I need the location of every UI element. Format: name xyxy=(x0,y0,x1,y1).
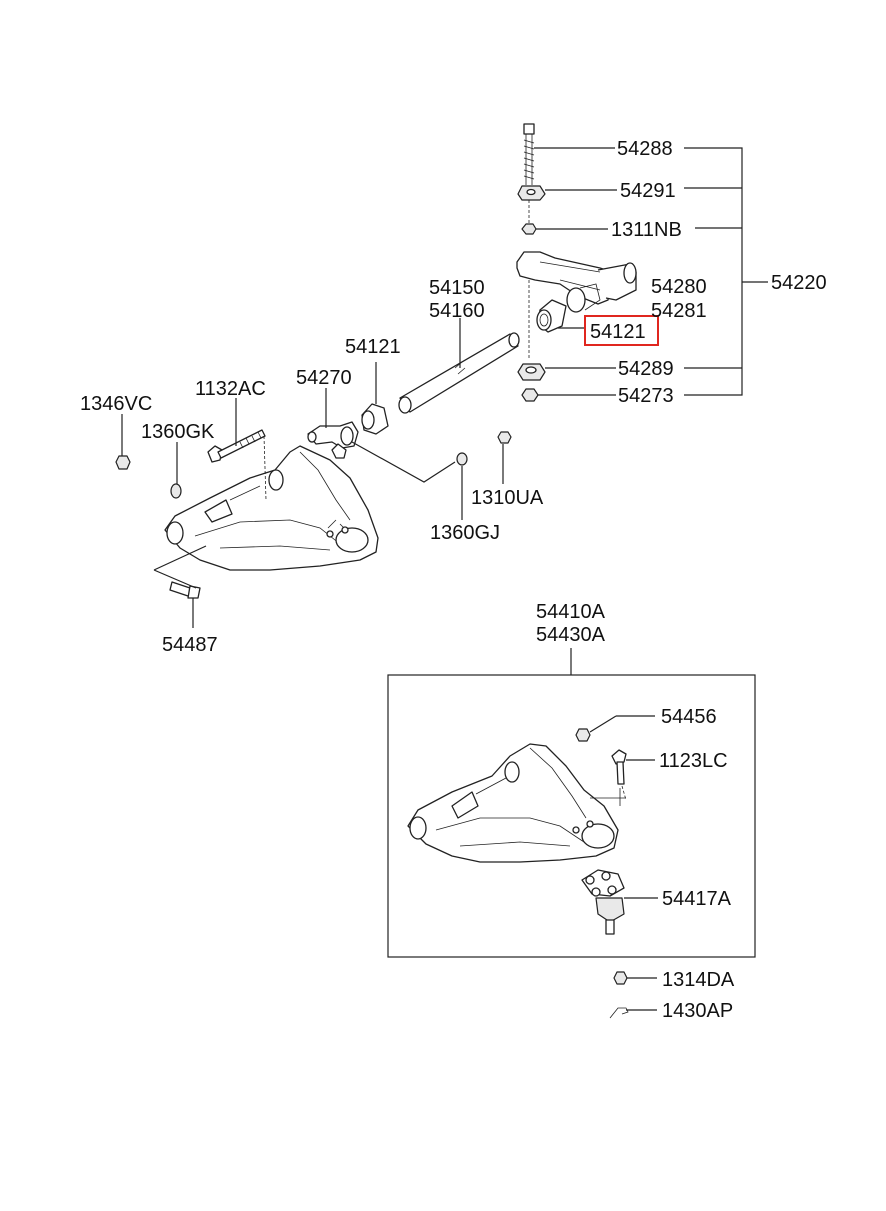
label-54281[interactable]: 54281 xyxy=(651,300,707,322)
label-54289[interactable]: 54289 xyxy=(618,358,674,380)
label-1346vc[interactable]: 1346VC xyxy=(80,393,152,415)
ball-joint-54417a-icon xyxy=(581,869,625,935)
highlight-box xyxy=(584,315,659,346)
label-54291[interactable]: 54291 xyxy=(620,180,676,202)
link-54270-icon xyxy=(307,421,359,459)
cotter-pin-1430ap-icon xyxy=(609,1007,629,1019)
nut-1311nb-icon xyxy=(521,223,537,235)
label-1311nb[interactable]: 1311NB xyxy=(611,219,682,241)
nut-1314da-icon xyxy=(613,971,628,985)
label-54288[interactable]: 54288 xyxy=(617,138,673,160)
label-1310ua[interactable]: 1310UA xyxy=(471,487,544,509)
label-54150[interactable]: 54150 xyxy=(429,277,485,299)
bushing-54121-left-icon xyxy=(361,403,389,435)
label-54273[interactable]: 54273 xyxy=(618,385,674,407)
label-54270[interactable]: 54270 xyxy=(296,367,352,389)
bolt-1132ac-icon xyxy=(207,429,266,463)
label-54121[interactable]: 54121 xyxy=(345,336,401,358)
label-54456[interactable]: 54456 xyxy=(661,706,717,728)
washer-54289-icon xyxy=(517,363,546,381)
label-54417a[interactable]: 54417A xyxy=(662,888,732,910)
washer-1360gk-icon xyxy=(170,483,182,499)
assembly-54220-bracket xyxy=(684,147,768,396)
label-54410a[interactable]: 54410A xyxy=(536,601,606,623)
nut-1310ua-icon xyxy=(497,431,512,444)
label-54121-highlighted[interactable]: 54121 xyxy=(590,321,646,343)
nut-54273-icon xyxy=(521,388,539,402)
nut-1346vc-icon xyxy=(115,455,131,470)
label-54430a[interactable]: 54430A xyxy=(536,624,606,646)
label-54160[interactable]: 54160 xyxy=(429,300,485,322)
washer-1360gj-icon xyxy=(456,452,468,466)
upper-arm-icon xyxy=(164,445,379,571)
label-54220[interactable]: 54220 xyxy=(771,272,827,294)
label-1360gj[interactable]: 1360GJ xyxy=(430,522,500,544)
bolt-1123lc-icon xyxy=(611,749,627,785)
lower-arm-icon xyxy=(407,743,626,863)
label-1314da[interactable]: 1314DA xyxy=(662,969,735,991)
bushing-54121-icon xyxy=(536,299,567,333)
label-1132ac[interactable]: 1132AC xyxy=(195,378,266,400)
assembly-54410a-box xyxy=(387,648,756,958)
shaft-54150-icon xyxy=(398,332,520,414)
shaft-bracket-54280-icon xyxy=(516,251,637,313)
label-1123lc[interactable]: 1123LC xyxy=(659,750,728,772)
plate-54291-icon xyxy=(517,185,546,201)
bolt-54288-icon xyxy=(523,123,535,185)
bolt-54487-icon xyxy=(153,545,207,599)
label-1430ap[interactable]: 1430AP xyxy=(662,1000,733,1022)
label-1360gk[interactable]: 1360GK xyxy=(141,421,215,443)
label-54280[interactable]: 54280 xyxy=(651,276,707,298)
label-54487[interactable]: 54487 xyxy=(162,634,218,656)
nut-54456-icon xyxy=(575,728,591,742)
